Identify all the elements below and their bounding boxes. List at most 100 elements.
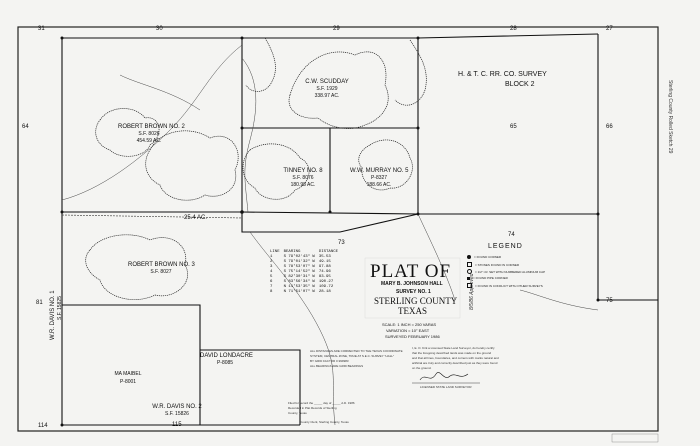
survey-name-tinney: TINNEY NO. 8 (283, 168, 323, 174)
archive-stamp (611, 433, 659, 443)
survey-sf-brown3: S.F. 8027 (150, 269, 172, 275)
corner-marker-75 (596, 298, 600, 302)
plat-surveyed-date: SURVEYED FEBRUARY 1986 (385, 334, 440, 339)
acreage-line (61, 214, 243, 219)
survey-block-hatc: BLOCK 2 (505, 81, 535, 88)
map-frame (17, 26, 659, 432)
survey-name-davis1: W.R. DAVIS NO. 1 (50, 290, 56, 340)
plat-owner-name: MARY B. JOHNSON HALL (381, 281, 443, 287)
filing-note: County Clerk, Sterling County, Texas (300, 420, 349, 424)
surveyor-signature (419, 372, 469, 381)
section-number: 74 (508, 232, 515, 238)
hill-brown3 (85, 234, 188, 300)
hill-murray (358, 139, 413, 191)
survey-name-londacre: DAVID LONDACRE (200, 353, 253, 359)
hall-south-line (241, 212, 419, 233)
corner-marker-c (240, 210, 244, 214)
grid-note: ALL DISTANCES ARE CORRECTED TO THE TEXAS… (310, 349, 403, 353)
surveyor-certificate: I, E. O. Kirk a Licensed State Land Surv… (412, 346, 495, 350)
filing-note: County, Texas (288, 411, 307, 415)
legend-item: = FOUND PIPE CORNER (467, 276, 508, 280)
section-number: 115 (172, 422, 182, 428)
margin-note: Sterling County Rolled Sketch 29 (667, 80, 673, 154)
trail-3 (249, 231, 336, 426)
table-header: DISTANCE (318, 250, 339, 254)
survey-sf-tinney: S.F. 8076 (292, 175, 314, 181)
filing-note: Filed for record the _____ day of _____ … (288, 401, 355, 405)
handwritten-note: 8/5/86 Approved (469, 273, 475, 310)
hill-brown2-b (95, 108, 160, 157)
legend-title: LEGEND (488, 243, 523, 250)
survey-name-brown3: ROBERT BROWN NO. 3 (128, 262, 195, 268)
grid-note: SYSTEM, CENTRAL ZONE, TRUE AT S.E.C. SUR… (310, 354, 395, 358)
trail-1 (61, 44, 243, 201)
legend-item: = FOUND CORNER (467, 255, 501, 259)
survey-name-murray: W.W. MURRAY NO. 5 (350, 168, 409, 174)
section-number: 66 (606, 124, 613, 130)
corner-marker-hall-ne (416, 126, 420, 130)
survey-acres-tinney: 180.98 AC. (290, 182, 316, 188)
corner-marker-sw (60, 423, 64, 427)
survey-line-top (62, 33, 599, 39)
corner-marker-w (60, 210, 64, 214)
hill-tinney (242, 143, 310, 200)
section-number: 27 (606, 26, 613, 32)
grid-note: BY GRID FACTOR 0.999983 (310, 359, 349, 363)
corner-marker-e (416, 212, 420, 216)
plat-variation: VARIATION = 10° EAST (386, 328, 430, 333)
plat-state: TEXAS (398, 306, 427, 316)
section-number: 73 (338, 240, 345, 246)
survey-sf-davis1: S.F. 15825 (57, 296, 63, 320)
iron-rod-icon (467, 269, 472, 274)
trail-4 (119, 74, 201, 111)
surveyor-certificate: on the ground. (412, 366, 432, 370)
plat-county: STERLING COUNTY (374, 296, 458, 306)
section-number: 75 (606, 298, 613, 304)
section-number: 81 (36, 300, 43, 306)
corner-marker-n (240, 36, 244, 40)
trail-2 (241, 57, 257, 213)
surveyor-certificate: that the foregoing described lands was m… (412, 351, 492, 355)
legend-item: = STONES FOUND IN CORNER (467, 262, 519, 267)
survey-sf-maibel: P-8001 (119, 379, 137, 385)
title-block-box (364, 257, 461, 319)
legend-item: = 1/2" I.R. SET WITH NUMBERED ALUMINUM C… (467, 269, 545, 274)
stone-corner-icon (467, 262, 472, 267)
plat-scale: SCALE: 1 INCH = 250 VARAS (382, 322, 437, 327)
survey-acres-murray: 188.66 AC. (366, 182, 392, 188)
section-number: 65 (510, 124, 517, 130)
survey-name-maibel: MA MAIBEL (114, 371, 142, 377)
found-corner-icon (467, 255, 471, 259)
table-header-row: LINE BEARING DISTANCE (268, 250, 340, 255)
pipe-corner-icon (467, 276, 470, 280)
survey-name-brown2: ROBERT BROWN NO. 2 (118, 124, 185, 130)
survey-name-scudday: C.W. SCUDDAY (305, 79, 349, 85)
brown3-line (62, 304, 201, 425)
survey-sf-davis2: S.F. 15826 (165, 411, 189, 417)
survey-name-hatc: H. & T. C. RR. CO. SURVEY (458, 71, 547, 78)
acreage-note: 25.4 AC. (184, 215, 208, 221)
survey-name-davis2: W.R. DAVIS NO. 2 (152, 404, 202, 410)
conflict-corner-icon (467, 283, 472, 288)
legend-item: = FOUND IN CONFLICT WITH OTHER SURVEYS (467, 283, 543, 288)
surveyor-certificate: artificial are truly and correctly descr… (412, 361, 498, 365)
plat-title: PLAT OF (370, 261, 452, 282)
corner-marker-nw (60, 36, 64, 40)
surveyor-certificate: and that all lines, boundaries, and corn… (412, 356, 499, 360)
survey-acres-scudday: 338.97 AC. (314, 93, 340, 99)
corner-marker-tinney (328, 210, 332, 214)
corner-marker-hall-nw (240, 126, 244, 130)
hill-top-mid (245, 37, 276, 92)
survey-sf-scudday: S.F. 1929 (316, 86, 338, 92)
trail-6 (519, 289, 599, 311)
corner-marker-ne (416, 36, 420, 40)
section-number: 30 (156, 26, 163, 32)
